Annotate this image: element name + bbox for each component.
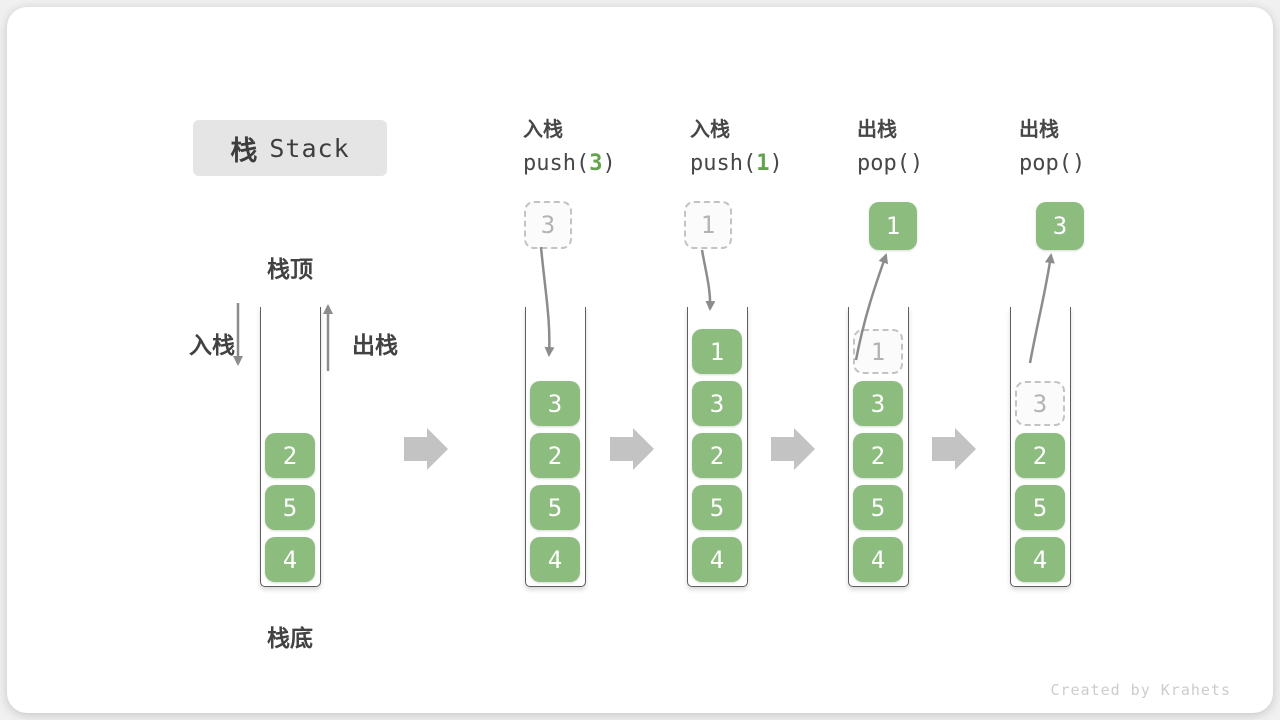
op-label: 出栈 — [1019, 119, 1059, 141]
op-label: 入栈 — [690, 119, 730, 141]
push-value-ghost-box: 3 — [524, 201, 572, 249]
popped-ghost-block: 1 — [853, 329, 903, 374]
stack-block: 2 — [530, 433, 580, 478]
stack-block: 4 — [1015, 537, 1065, 582]
op-header-pop-3: 出栈 pop() — [1019, 113, 1179, 176]
diagram-card: 栈 Stack 入栈 push(3) 入栈 push(1) 出栈 pop() 出… — [7, 7, 1273, 713]
footer-credit: Created by Krahets — [1050, 681, 1231, 699]
code-pre: push( — [523, 151, 590, 176]
stack-block: 2 — [853, 433, 903, 478]
stack-block: 5 — [530, 485, 580, 530]
stack-block: 5 — [853, 485, 903, 530]
stack-block: 4 — [853, 537, 903, 582]
stack-block: 4 — [265, 537, 315, 582]
stack-block: 3 — [530, 381, 580, 426]
pop-side-label: 出栈 — [352, 332, 398, 358]
op-header-push-1: 入栈 push(1) — [690, 113, 850, 176]
code-pre: pop( — [857, 151, 910, 176]
stack-block: 3 — [853, 381, 903, 426]
op-label: 出栈 — [857, 119, 897, 141]
popped-value-box: 1 — [869, 202, 917, 250]
op-code: push(3) — [523, 151, 683, 176]
title-zh: 栈 — [230, 135, 258, 166]
stack-block: 5 — [1015, 485, 1065, 530]
code-pre: push( — [690, 151, 757, 176]
op-header-push-3: 入栈 push(3) — [523, 113, 683, 176]
code-post: ) — [769, 151, 783, 176]
push-value-ghost-box: 1 — [684, 201, 732, 249]
op-code: pop() — [857, 151, 1017, 176]
push-side-label: 入栈 — [189, 332, 235, 358]
code-arg: 3 — [589, 151, 603, 176]
stack-block: 5 — [692, 485, 742, 530]
op-header-pop-1: 出栈 pop() — [857, 113, 1017, 176]
op-code: pop() — [1019, 151, 1179, 176]
code-post: ) — [602, 151, 616, 176]
stack-top-label: 栈顶 — [267, 256, 313, 282]
stack-block: 2 — [692, 433, 742, 478]
stack-block: 5 — [265, 485, 315, 530]
stack-block: 4 — [530, 537, 580, 582]
op-code: push(1) — [690, 151, 850, 176]
title-box: 栈 Stack — [193, 120, 387, 176]
title-en: Stack — [269, 133, 350, 163]
code-post: ) — [1071, 151, 1086, 176]
code-post: ) — [909, 151, 924, 176]
code-arg: 1 — [756, 151, 770, 176]
stack-block: 2 — [265, 433, 315, 478]
op-label: 入栈 — [523, 119, 563, 141]
popped-value-box: 3 — [1036, 202, 1084, 250]
code-pre: pop( — [1019, 151, 1072, 176]
stack-block: 1 — [692, 329, 742, 374]
stack-block: 4 — [692, 537, 742, 582]
stack-bottom-label: 栈底 — [267, 625, 313, 651]
popped-ghost-block: 3 — [1015, 381, 1065, 426]
stack-block: 2 — [1015, 433, 1065, 478]
stack-block: 3 — [692, 381, 742, 426]
